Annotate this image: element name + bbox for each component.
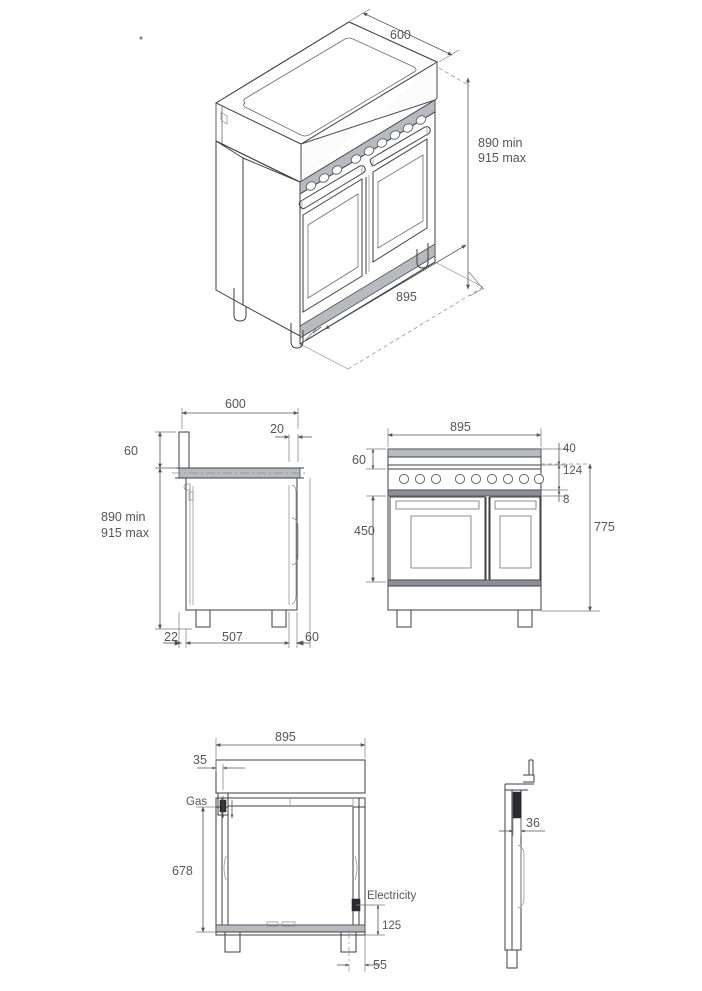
dim-side-body-depth-text: 507 (222, 630, 243, 644)
knob-5[interactable] (470, 473, 482, 485)
dim-iso-depth: 600 (349, 8, 460, 63)
dim-rear-gas-height-text: 678 (172, 864, 193, 878)
dim-side-front-offset-text: 22 (164, 630, 178, 644)
knob-3[interactable] (430, 473, 442, 485)
dim-rear-gas-offset: 35 (193, 753, 245, 790)
dim-front-backguard: 60 (352, 448, 386, 470)
dim-side-height-text-2: 915 max (101, 526, 150, 540)
dim-side-height-text-1: 890 min (101, 510, 146, 524)
dim-front-cavity-text: 450 (354, 524, 375, 538)
dim-iso-height-text-1: 890 min (478, 136, 523, 150)
dim-iso-depth-text: 600 (390, 28, 411, 42)
isometric-oven-door-right[interactable] (369, 126, 431, 263)
dim-side-bottom: 22 507 60 (163, 478, 319, 648)
dim-rear-width-text: 895 (275, 730, 296, 744)
gas-connection: Gas (186, 792, 234, 819)
dim-detail-thickness-text: 36 (526, 816, 540, 830)
dim-front-panel-text: 124 (563, 465, 583, 477)
isometric-knobs (305, 115, 427, 191)
dim-front-cavity: 450 (354, 495, 386, 583)
dim-rear-elec-height-text: 125 (382, 920, 401, 932)
dim-side-rear-offset-text: 60 (305, 630, 319, 644)
dim-rear-gas-height: 678 (172, 806, 216, 933)
knob-1[interactable] (398, 473, 410, 485)
dim-rear-gas-offset-text: 35 (193, 753, 207, 767)
gas-label: Gas (186, 796, 207, 808)
dim-rear-width: 895 (215, 730, 366, 758)
knob-9[interactable] (533, 473, 545, 485)
front-knobs (398, 473, 545, 485)
dim-side-height: 890 min 915 max (101, 467, 192, 630)
dim-front-body-height: 775 (541, 463, 615, 612)
knob-6[interactable] (486, 473, 498, 485)
dim-front-backguard-text: 60 (352, 453, 366, 467)
dim-front-width-text: 895 (450, 420, 471, 434)
dim-front-right-stack: 40 124 8 (541, 443, 590, 506)
view-rear: Gas Electricity 895 35 (172, 730, 416, 972)
dim-iso-height-text-2: 915 max (478, 151, 527, 165)
knob-4[interactable] (454, 473, 466, 485)
knob-2[interactable] (414, 473, 426, 485)
dim-iso-width-text: 895 (396, 290, 417, 304)
dim-iso-width: 895 (299, 244, 484, 347)
dim-detail-thickness: 36 (499, 816, 545, 836)
dim-front-topband-text: 40 (563, 443, 576, 455)
dim-rear-elec-offset-text: 55 (373, 958, 387, 972)
dim-side-overhang-text: 20 (270, 422, 284, 436)
dim-front-gap-text: 8 (563, 494, 569, 506)
dim-iso-height: 890 min 915 max (438, 67, 527, 297)
view-front: 895 60 450 (352, 420, 615, 628)
knob-8[interactable] (518, 473, 530, 485)
knob-7[interactable] (502, 473, 514, 485)
dim-side-top-depth: 600 (181, 397, 299, 429)
dim-front-body-height-text: 775 (594, 520, 615, 534)
dim-side-backguard-text: 60 (124, 444, 138, 458)
stray-mark (139, 36, 143, 40)
dim-front-width: 895 (387, 420, 542, 447)
dim-side-depth-text: 600 (225, 397, 246, 411)
dim-side-overhang: 20 (270, 422, 312, 462)
view-side: 600 20 60 890 min (101, 397, 319, 648)
dim-rear-elec-offset: 55 (337, 930, 387, 972)
view-isometric: 600 890 min 915 max 895 (214, 8, 527, 370)
dim-rear-elec-height: 125 (360, 904, 401, 936)
dim-side-backguard: 60 (124, 431, 176, 469)
view-side-detail: 36 (499, 759, 545, 969)
electricity-label: Electricity (367, 890, 416, 902)
